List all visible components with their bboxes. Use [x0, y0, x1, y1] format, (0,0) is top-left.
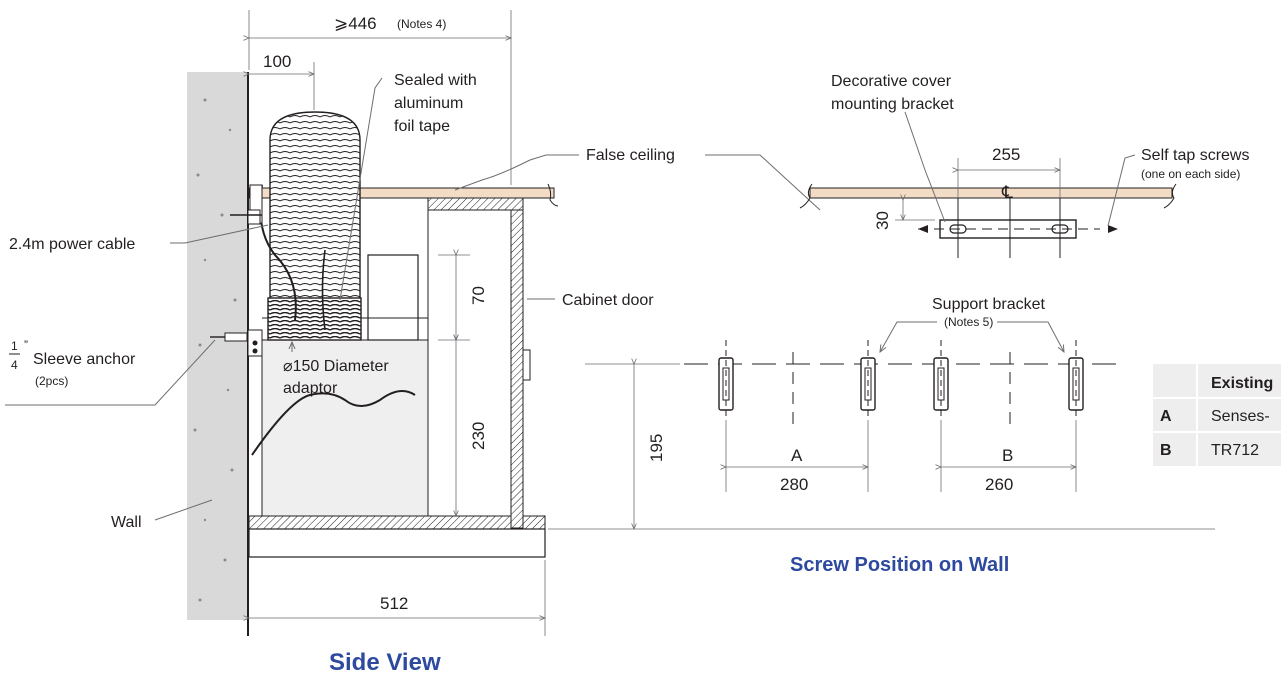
dim-512: 512 [249, 560, 545, 636]
svg-text:Support bracket: Support bracket [932, 296, 1046, 313]
wall [187, 72, 249, 636]
dim-280-value: 280 [780, 475, 808, 494]
dim-100-value: 100 [263, 52, 291, 71]
cabinet-door-label: Cabinet door [527, 292, 654, 309]
svg-text:⌀150 Diameter: ⌀150 Diameter [283, 358, 389, 375]
svg-text:Decorative cover: Decorative cover [831, 73, 952, 90]
support-brackets [684, 340, 1120, 430]
table-header-existing: Existing [1211, 375, 1273, 392]
dim-255: 255 ℄ [958, 145, 1060, 202]
svg-text:(one on each side): (one on each side) [1141, 167, 1240, 181]
cabinet [248, 197, 546, 558]
bracket-2 [860, 340, 876, 420]
svg-text:4: 4 [11, 358, 18, 372]
centerline-symbol: ℄ [1001, 183, 1013, 202]
cover-bracket [918, 198, 1118, 258]
model-table: Existing A Senses- B TR712 [1153, 364, 1281, 466]
dim-260-value: 260 [985, 475, 1013, 494]
svg-text:Sealed with: Sealed with [394, 72, 477, 89]
deco-cover-label: Decorative cover mounting bracket [831, 73, 954, 223]
unit-body [251, 254, 429, 517]
screw-position-title: Screw Position on Wall [790, 554, 1009, 576]
table-row-a-key: A [1160, 408, 1172, 425]
svg-text:False ceiling: False ceiling [586, 147, 675, 164]
svg-text:(2pcs): (2pcs) [35, 374, 68, 388]
power-cable-label: 2.4m power cable [9, 224, 269, 253]
dim-512-value: 512 [380, 594, 408, 613]
false-ceiling-front [799, 183, 1177, 209]
dim-230-value: 230 [469, 422, 488, 450]
svg-text:aluminum: aluminum [394, 95, 463, 112]
bracket-4 [1068, 340, 1084, 420]
sealed-label: Sealed with aluminum foil tape [339, 72, 477, 301]
svg-text:”: ” [24, 338, 28, 352]
dim-195: 195 [548, 364, 1215, 529]
bracket-1 [718, 340, 734, 420]
self-tap-label: Self tap screws (one on each side) [1107, 147, 1249, 227]
svg-text:2.4m power cable: 2.4m power cable [9, 236, 135, 253]
table-row-a-value: Senses- [1211, 408, 1270, 425]
adaptor-label: ⌀150 Diameter adaptor [283, 342, 389, 397]
svg-text:Wall: Wall [111, 514, 142, 531]
false-ceiling-label: False ceiling [454, 147, 821, 211]
table-row-b-value: TR712 [1211, 442, 1259, 459]
svg-text:(Notes 5): (Notes 5) [944, 315, 993, 329]
side-view-title: Side View [329, 649, 441, 676]
svg-text:Cabinet door: Cabinet door [562, 292, 654, 309]
support-bracket-label: Support bracket (Notes 5) [880, 296, 1064, 352]
notes4-label: (Notes 4) [397, 17, 446, 31]
dim-195-value: 195 [647, 434, 666, 462]
dim-30-value: 30 [873, 211, 892, 230]
dim-A-label: A [791, 446, 803, 465]
dim-230: 230 [456, 340, 488, 516]
dim-446-value: ⩾446 [334, 14, 377, 33]
false-ceiling-side [248, 183, 559, 207]
dim-255-value: 255 [992, 145, 1020, 164]
bracket-3 [933, 340, 949, 420]
wall-label: Wall [111, 499, 213, 531]
flexible-duct [259, 111, 362, 341]
table-row-b-key: B [1160, 442, 1172, 459]
sleeve-anchor-label: 1 4 ” Sleeve anchor (2pcs) [5, 338, 216, 406]
side-view: ⩾446 (Notes 4) 100 70 230 512 Sealed wit… [5, 10, 821, 676]
wall-fixings [210, 184, 263, 357]
svg-text:adaptor: adaptor [283, 380, 338, 397]
dim-30: 30 [873, 200, 935, 230]
dim-100: 100 [249, 52, 314, 110]
svg-text:Self tap screws: Self tap screws [1141, 147, 1249, 164]
dim-446: ⩾446 (Notes 4) [249, 10, 511, 185]
svg-text:mounting bracket: mounting bracket [831, 96, 954, 113]
front-view: 255 ℄ 30 Decorative cover mounting brack… [548, 73, 1249, 576]
svg-text:1: 1 [11, 339, 18, 353]
dim-B: B 260 [941, 420, 1076, 494]
dim-A: A 280 [726, 420, 868, 494]
dim-70-value: 70 [469, 286, 488, 305]
dim-B-label: B [1002, 446, 1013, 465]
svg-text:Sleeve anchor: Sleeve anchor [33, 351, 136, 368]
svg-text:foil tape: foil tape [394, 118, 450, 135]
